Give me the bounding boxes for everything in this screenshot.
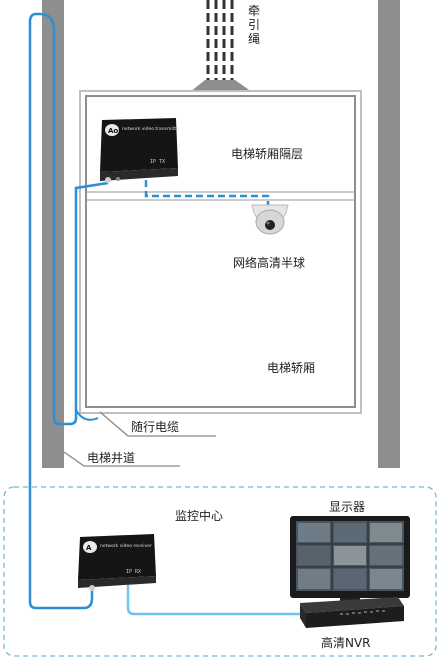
rope-hitch	[190, 80, 252, 92]
traction-rope-label: 牵引绳	[247, 4, 260, 46]
camera-network-cable	[144, 180, 270, 205]
elevator-car-label: 电梯轿厢	[267, 361, 316, 375]
shaft-wall-right	[378, 0, 400, 468]
monitoring-center-label: 监控中心	[175, 509, 224, 523]
display-label: 显示器	[329, 500, 366, 514]
elevator-shaft-label: 电梯井道	[87, 451, 136, 465]
nvr-network-cable	[126, 585, 300, 616]
display-monitor	[290, 516, 410, 603]
elevator-car-frame	[79, 90, 362, 414]
nvr-label: 高清NVR	[321, 636, 371, 650]
svg-text:network video transmitter: network video transmitter	[122, 126, 181, 132]
svg-text:A: A	[86, 544, 92, 552]
leader-elevator-shaft	[63, 451, 180, 467]
svg-text:network video receiver: network video receiver	[100, 543, 152, 549]
elevator-car-inner	[85, 95, 356, 408]
dome-camera-label: 网络高清半球	[233, 256, 306, 270]
nvr-device	[300, 597, 404, 628]
svg-text:IP TX: IP TX	[150, 159, 165, 165]
car-partition-label: 电梯轿厢隔层	[231, 147, 304, 161]
center-transceiver: A network video receiver IP RX	[78, 534, 156, 591]
dome-camera	[251, 204, 289, 235]
trailing-cable	[28, 12, 109, 610]
trailing-cable-label: 随行电缆	[131, 420, 180, 434]
svg-text:IP RX: IP RX	[126, 569, 141, 575]
leader-trailing-cable	[99, 411, 216, 437]
car-transceiver: Aolian network video transmitter IP TX	[100, 118, 181, 183]
trailing-cable-loop	[75, 409, 99, 421]
traction-rope	[206, 0, 234, 80]
svg-text:Aolian: Aolian	[108, 127, 133, 135]
